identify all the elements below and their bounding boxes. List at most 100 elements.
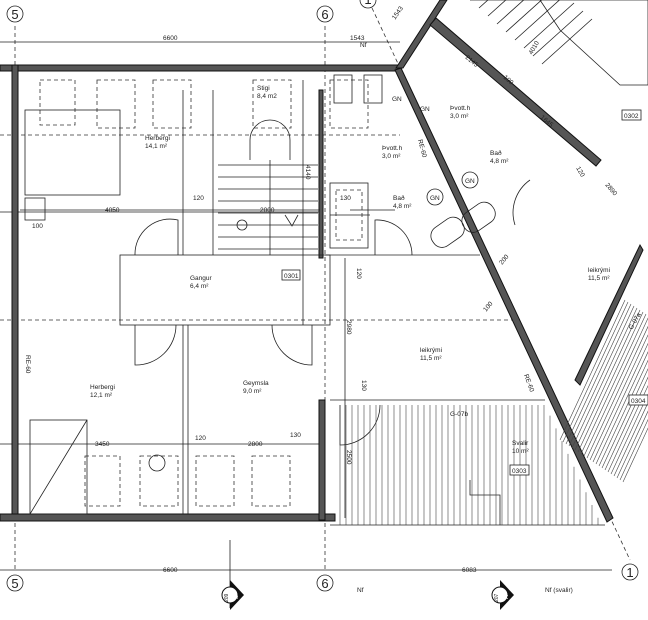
- svg-text:4140: 4140: [304, 165, 311, 180]
- grid-bubble-1-top: 1: [359, 0, 377, 9]
- hatch-line: [580, 313, 647, 455]
- svg-text:leikrými: leikrými: [588, 267, 610, 274]
- svg-text:5: 5: [11, 7, 18, 22]
- hatch-line: [613, 402, 648, 477]
- svg-text:leikrými: leikrými: [420, 347, 442, 354]
- hatch-line: [523, 2, 575, 49]
- room-thvott-left: Þvott.h3,0 m²: [382, 145, 403, 160]
- svg-text:207: 207: [494, 593, 500, 602]
- svg-text:0302: 0302: [624, 113, 639, 120]
- nf-svalir-label: Nf (svalir): [545, 587, 573, 594]
- svg-text:14,1 m²: 14,1 m²: [145, 143, 168, 150]
- svg-text:11,5 m²: 11,5 m²: [588, 275, 610, 282]
- upper-right-stairs: [470, 0, 648, 86]
- svg-text:120: 120: [193, 195, 204, 202]
- hatch-line: [496, 0, 525, 25]
- re60-label: RE-60: [24, 355, 31, 374]
- g07b-label: G-07b: [450, 411, 468, 418]
- hatch-line: [616, 410, 648, 479]
- section-marker-a: 207 A: [491, 580, 514, 610]
- door-bad-right[interactable]: [512, 179, 531, 226]
- svg-text:209: 209: [224, 593, 230, 602]
- grid-lines: [0, 7, 631, 572]
- svg-text:Bað: Bað: [490, 149, 502, 157]
- re60-label: RE-60: [416, 139, 428, 159]
- room-thvott-right: Þvott.h3,0 m²: [450, 105, 471, 120]
- door-herbergi-top[interactable]: [134, 218, 179, 256]
- hatch-line: [592, 342, 648, 463]
- grid-bubble-1-bottom: 1: [621, 563, 639, 581]
- svg-text:6600: 6600: [163, 567, 178, 574]
- door-bad[interactable]: [374, 219, 413, 256]
- svg-text:1543: 1543: [350, 35, 365, 42]
- svg-text:100: 100: [32, 223, 43, 230]
- svg-text:5: 5: [11, 576, 18, 591]
- hatch-line: [514, 0, 561, 41]
- svg-text:A: A: [504, 595, 510, 599]
- svg-text:12,1 m²: 12,1 m²: [90, 392, 113, 399]
- hatch-line: [478, 0, 489, 9]
- hatch-line: [565, 303, 632, 445]
- hatch-line: [559, 299, 626, 441]
- door-geymsla[interactable]: [271, 324, 313, 366]
- svg-text:6: 6: [321, 576, 328, 591]
- svg-text:6,4 m²: 6,4 m²: [190, 283, 209, 290]
- svg-text:10 m²: 10 m²: [512, 448, 529, 455]
- svg-text:2000: 2000: [260, 207, 275, 214]
- svg-text:200: 200: [498, 253, 511, 266]
- gn-label: GN: [430, 195, 440, 202]
- svg-text:120: 120: [574, 166, 586, 179]
- svg-text:Stigi: Stigi: [257, 85, 270, 92]
- hatch-line: [586, 325, 648, 459]
- door-herbergi-bottom[interactable]: [134, 324, 177, 366]
- svg-text:100: 100: [482, 300, 495, 313]
- svg-text:2890: 2890: [603, 182, 618, 198]
- svg-text:1: 1: [626, 565, 633, 580]
- svg-text:4050: 4050: [105, 207, 120, 214]
- svg-text:B: B: [234, 595, 240, 599]
- svg-text:120: 120: [195, 435, 206, 442]
- svg-text:4,8 m²: 4,8 m²: [490, 158, 509, 165]
- svg-text:6600: 6600: [163, 35, 178, 42]
- svg-text:Geymsla: Geymsla: [243, 380, 269, 387]
- svg-text:6083: 6083: [462, 567, 477, 574]
- svg-text:Þvott.h: Þvott.h: [450, 105, 471, 112]
- svg-text:Þvott.h: Þvott.h: [382, 145, 403, 152]
- nf-label: Nf: [360, 42, 367, 49]
- svg-text:130: 130: [290, 432, 301, 439]
- staircase[interactable]: [218, 119, 318, 255]
- section-marker-b: 209 B: [221, 540, 244, 610]
- hatch-line: [622, 427, 648, 483]
- room-tag-0304: 0304: [628, 394, 648, 406]
- walls: [0, 0, 644, 523]
- door-svalir[interactable]: [339, 404, 381, 446]
- re60-label: RE-60: [522, 373, 535, 393]
- hatch-line: [583, 317, 648, 457]
- svg-text:1543: 1543: [391, 5, 405, 21]
- svg-text:6: 6: [321, 7, 328, 22]
- room-tag-0303: 0303: [509, 464, 530, 476]
- grid-bubble-6-bottom: 6: [316, 574, 334, 592]
- hatch-line: [619, 418, 648, 481]
- svg-text:2980: 2980: [345, 320, 352, 335]
- hatch-line: [532, 10, 584, 57]
- hatch-line: [577, 311, 644, 453]
- svg-text:2800: 2800: [248, 441, 263, 448]
- partitions: [24, 74, 545, 525]
- hatch-line: [574, 309, 641, 451]
- hatch-line: [505, 0, 543, 33]
- hatch-line: [589, 334, 648, 461]
- svg-text:11,5 m²: 11,5 m²: [420, 355, 442, 362]
- svg-text:8,4 m2: 8,4 m2: [257, 93, 277, 100]
- svg-text:3450: 3450: [95, 441, 110, 448]
- hatch-line: [568, 305, 635, 447]
- svg-text:0303: 0303: [512, 468, 527, 475]
- svg-text:9,0 m²: 9,0 m²: [243, 388, 262, 395]
